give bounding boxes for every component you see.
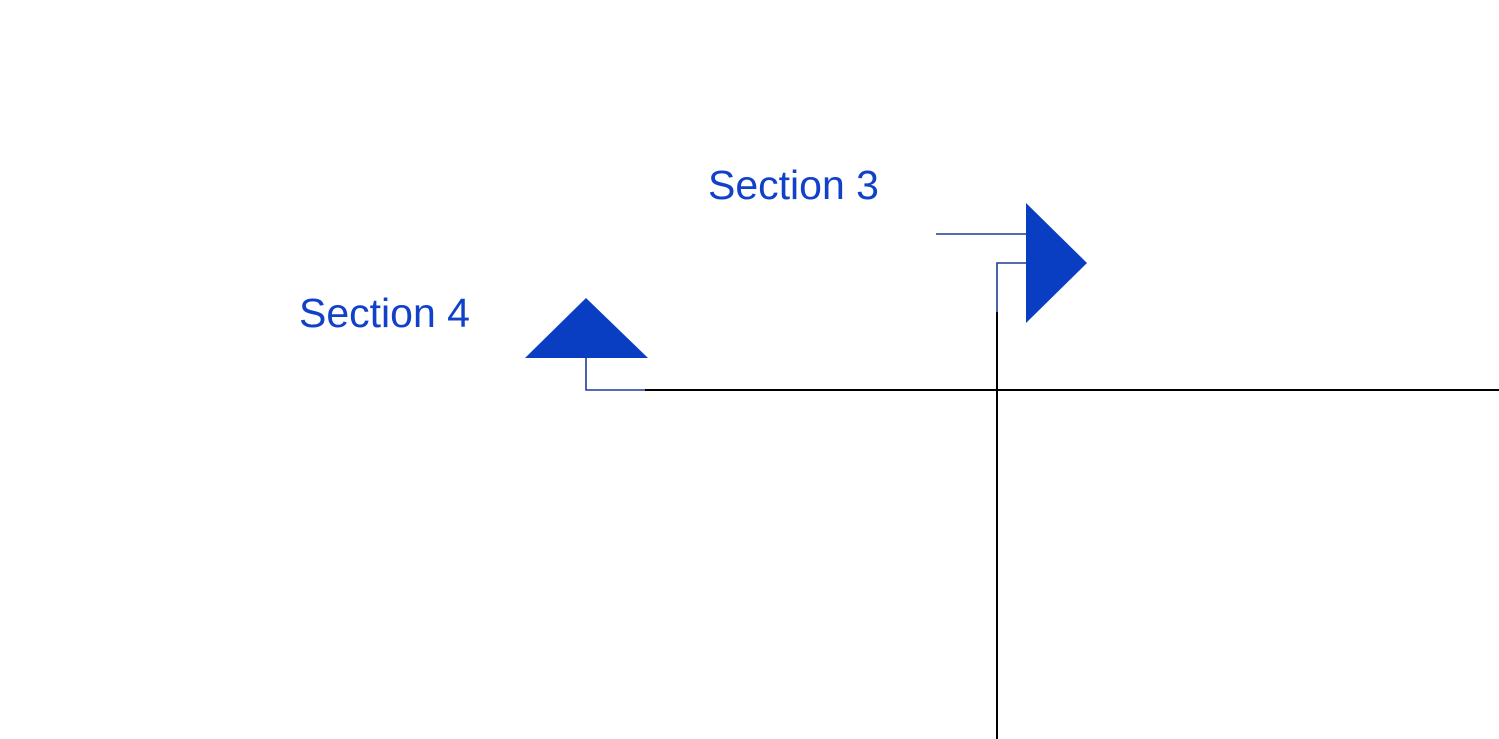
section-3-label: Section 3 (708, 162, 879, 208)
section-4-label: Section 4 (299, 290, 470, 336)
right-arrowhead[interactable] (1026, 203, 1087, 323)
elbow-connector-up-arrowhead (585, 358, 645, 391)
elbow-connector-right-arrowhead (996, 262, 1026, 312)
up-arrowhead[interactable] (525, 298, 648, 358)
